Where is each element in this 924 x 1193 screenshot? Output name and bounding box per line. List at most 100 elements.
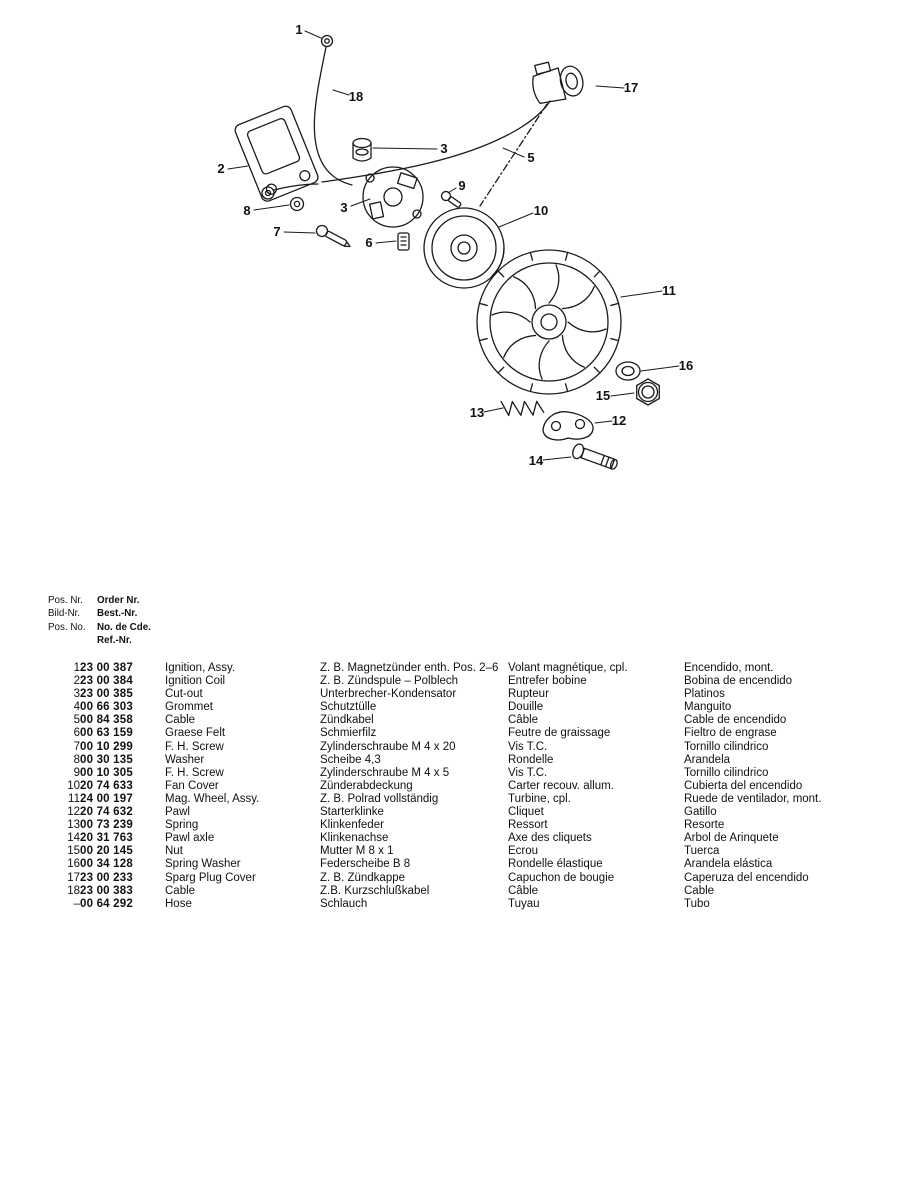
cell-es: Fieltro de engrase (684, 727, 777, 740)
cell-fr: Rondelle élastique (508, 858, 603, 871)
callout-8: 8 (243, 203, 250, 218)
cell-es: Platinos (684, 688, 725, 701)
order-key-column: Order Nr. Best.-Nr. No. de Cde. Ref.-Nr. (97, 594, 167, 648)
cell-fr: Cliquet (508, 806, 544, 819)
cell-pos: 5 (73, 714, 80, 727)
cell-fr: Feutre de graissage (508, 727, 611, 740)
cell-order: 23 00 387 (80, 662, 133, 674)
callout-18: 18 (349, 89, 363, 104)
cutout-backplate-shape (362, 166, 424, 228)
callout-9: 9 (458, 178, 465, 193)
callout-14: 14 (529, 453, 544, 468)
cell-fr: Capuchon de bougie (508, 871, 615, 884)
cell-fr: Vis T.C. (508, 740, 548, 753)
cell-de: Z. B. Zündspule – Polblech (320, 675, 459, 688)
cell-en: Ignition, Assy. (165, 662, 236, 674)
alignment-dashline (479, 103, 548, 207)
cell-de: Zylinderschraube M 4 x 5 (320, 766, 450, 779)
callout-11: 11 (662, 283, 676, 298)
cell-fr: Rondelle (508, 753, 554, 766)
cell-pos: 9 (73, 766, 80, 779)
cell-order: 00 10 299 (80, 740, 133, 753)
cell-fr: Câble (508, 714, 539, 727)
cell-es: Arandela (684, 753, 731, 766)
cell-es: Tuerca (684, 845, 720, 858)
cell-pos: 7 (73, 740, 80, 753)
cell-en: Grommet (165, 701, 213, 714)
callout-2: 2 (217, 161, 224, 176)
cell-de: Zylinderschraube M 4 x 20 (320, 740, 456, 753)
callout-16: 16 (679, 358, 693, 373)
cell-en: Ignition Coil (165, 675, 226, 688)
cell-en: Cable (165, 884, 196, 897)
cell-order: 00 64 292 (80, 897, 133, 910)
cell-pos: 14 (67, 832, 80, 845)
cell-pos: 13 (67, 819, 80, 832)
part10-fan-cover-shape (423, 207, 505, 289)
cell-es: Caperuza del encendido (684, 871, 809, 884)
cell-en: Washer (165, 753, 205, 766)
part1-terminal-shape (320, 34, 334, 48)
part15-nut-shape (636, 378, 660, 406)
cell-fr: Ressort (508, 819, 548, 832)
cell-de: Unterbrecher-Kondensator (320, 688, 457, 701)
cell-fr: Vis T.C. (508, 766, 548, 779)
part14-pawl-axle-shape (572, 443, 618, 470)
cell-de: Scheibe 4,3 (320, 753, 381, 766)
cell-de: Z. B. Zündkappe (320, 871, 406, 884)
cell-pos: 18 (67, 884, 80, 897)
cell-de: Z. B. Magnetzünder enth. Pos. 2–6 (320, 662, 499, 674)
cell-pos: 17 (67, 871, 80, 884)
cell-fr: Carter recouv. allum. (508, 779, 614, 792)
cell-pos: 6 (73, 727, 80, 740)
cell-de: Klinkenfeder (320, 819, 384, 832)
cell-en: Spring (165, 819, 199, 832)
cell-pos: 8 (73, 753, 80, 766)
cell-es: Ruede de ventilador, mont. (684, 792, 822, 805)
part18-cable-shape (313, 46, 353, 186)
cell-es: Bobina de encendido (684, 675, 793, 688)
key-pos-nr: Pos. Nr. (48, 595, 83, 606)
key-order-nr: Order Nr. (97, 595, 140, 606)
cell-en: F. H. Screw (165, 766, 224, 779)
cell-es: Arbol de Arinquete (684, 832, 779, 845)
part3-grommet-shape (352, 137, 372, 162)
cell-pos: 4 (73, 701, 80, 714)
cell-order: 20 31 763 (80, 832, 133, 845)
cell-pos: 2 (73, 675, 80, 688)
cell-en: Graese Felt (165, 727, 226, 740)
cell-order: 00 66 303 (80, 701, 133, 714)
cell-fr: Rupteur (508, 688, 549, 701)
cell-pos: 12 (67, 806, 80, 819)
part12-pawl-shape (542, 411, 594, 441)
callout-6: 6 (365, 235, 372, 250)
pos-key-column: Pos. Nr. Bild-Nr. Pos. No. (48, 594, 94, 634)
part5-cable-shape (321, 100, 551, 183)
cell-order: 24 00 197 (80, 792, 133, 805)
cell-de: Zünderabdeckung (320, 779, 413, 792)
cell-pos: 16 (67, 858, 80, 871)
part13-spring-shape (500, 400, 545, 417)
cell-en: Cable (165, 714, 196, 727)
cell-order: 23 00 233 (80, 871, 133, 884)
part11-flywheel-shape (476, 249, 622, 395)
cell-es: Cable (684, 884, 715, 897)
callout-17: 17 (624, 80, 638, 95)
cell-pos: 10 (67, 779, 80, 792)
cell-de: Zündkabel (320, 714, 374, 727)
part17-spark-plug-cover-shape (532, 61, 584, 105)
cell-en: Pawl axle (165, 832, 215, 845)
cell-order: 00 84 358 (80, 714, 133, 727)
cell-order: 23 00 383 (80, 884, 133, 897)
